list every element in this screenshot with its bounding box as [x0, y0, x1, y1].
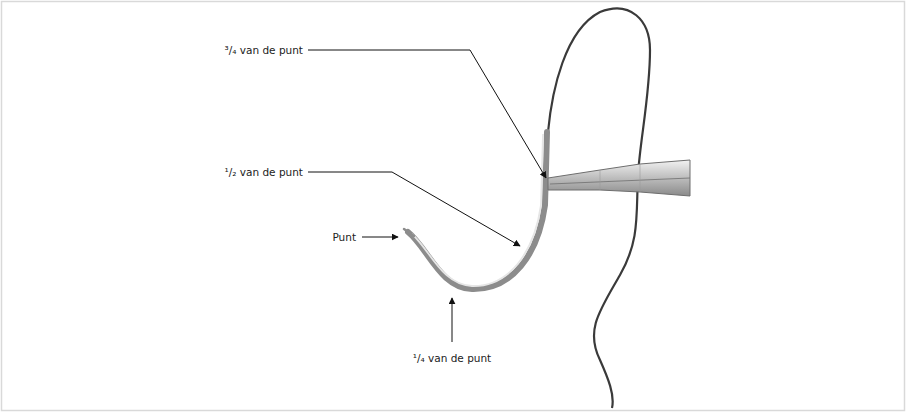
position-label: ³/₄ van de punt [225, 44, 304, 57]
leader-line [452, 298, 453, 342]
leader-line [308, 50, 546, 178]
suture-thread [548, 8, 650, 408]
position-label: ¹/₂ van de punt [225, 166, 304, 179]
position-label: ¹/₄ van de punt [413, 352, 492, 365]
leader-line [308, 172, 520, 246]
needle-holder [548, 160, 690, 196]
curved-needle [404, 132, 547, 289]
leader-line [362, 237, 398, 238]
tip-label: Punt [332, 231, 356, 244]
